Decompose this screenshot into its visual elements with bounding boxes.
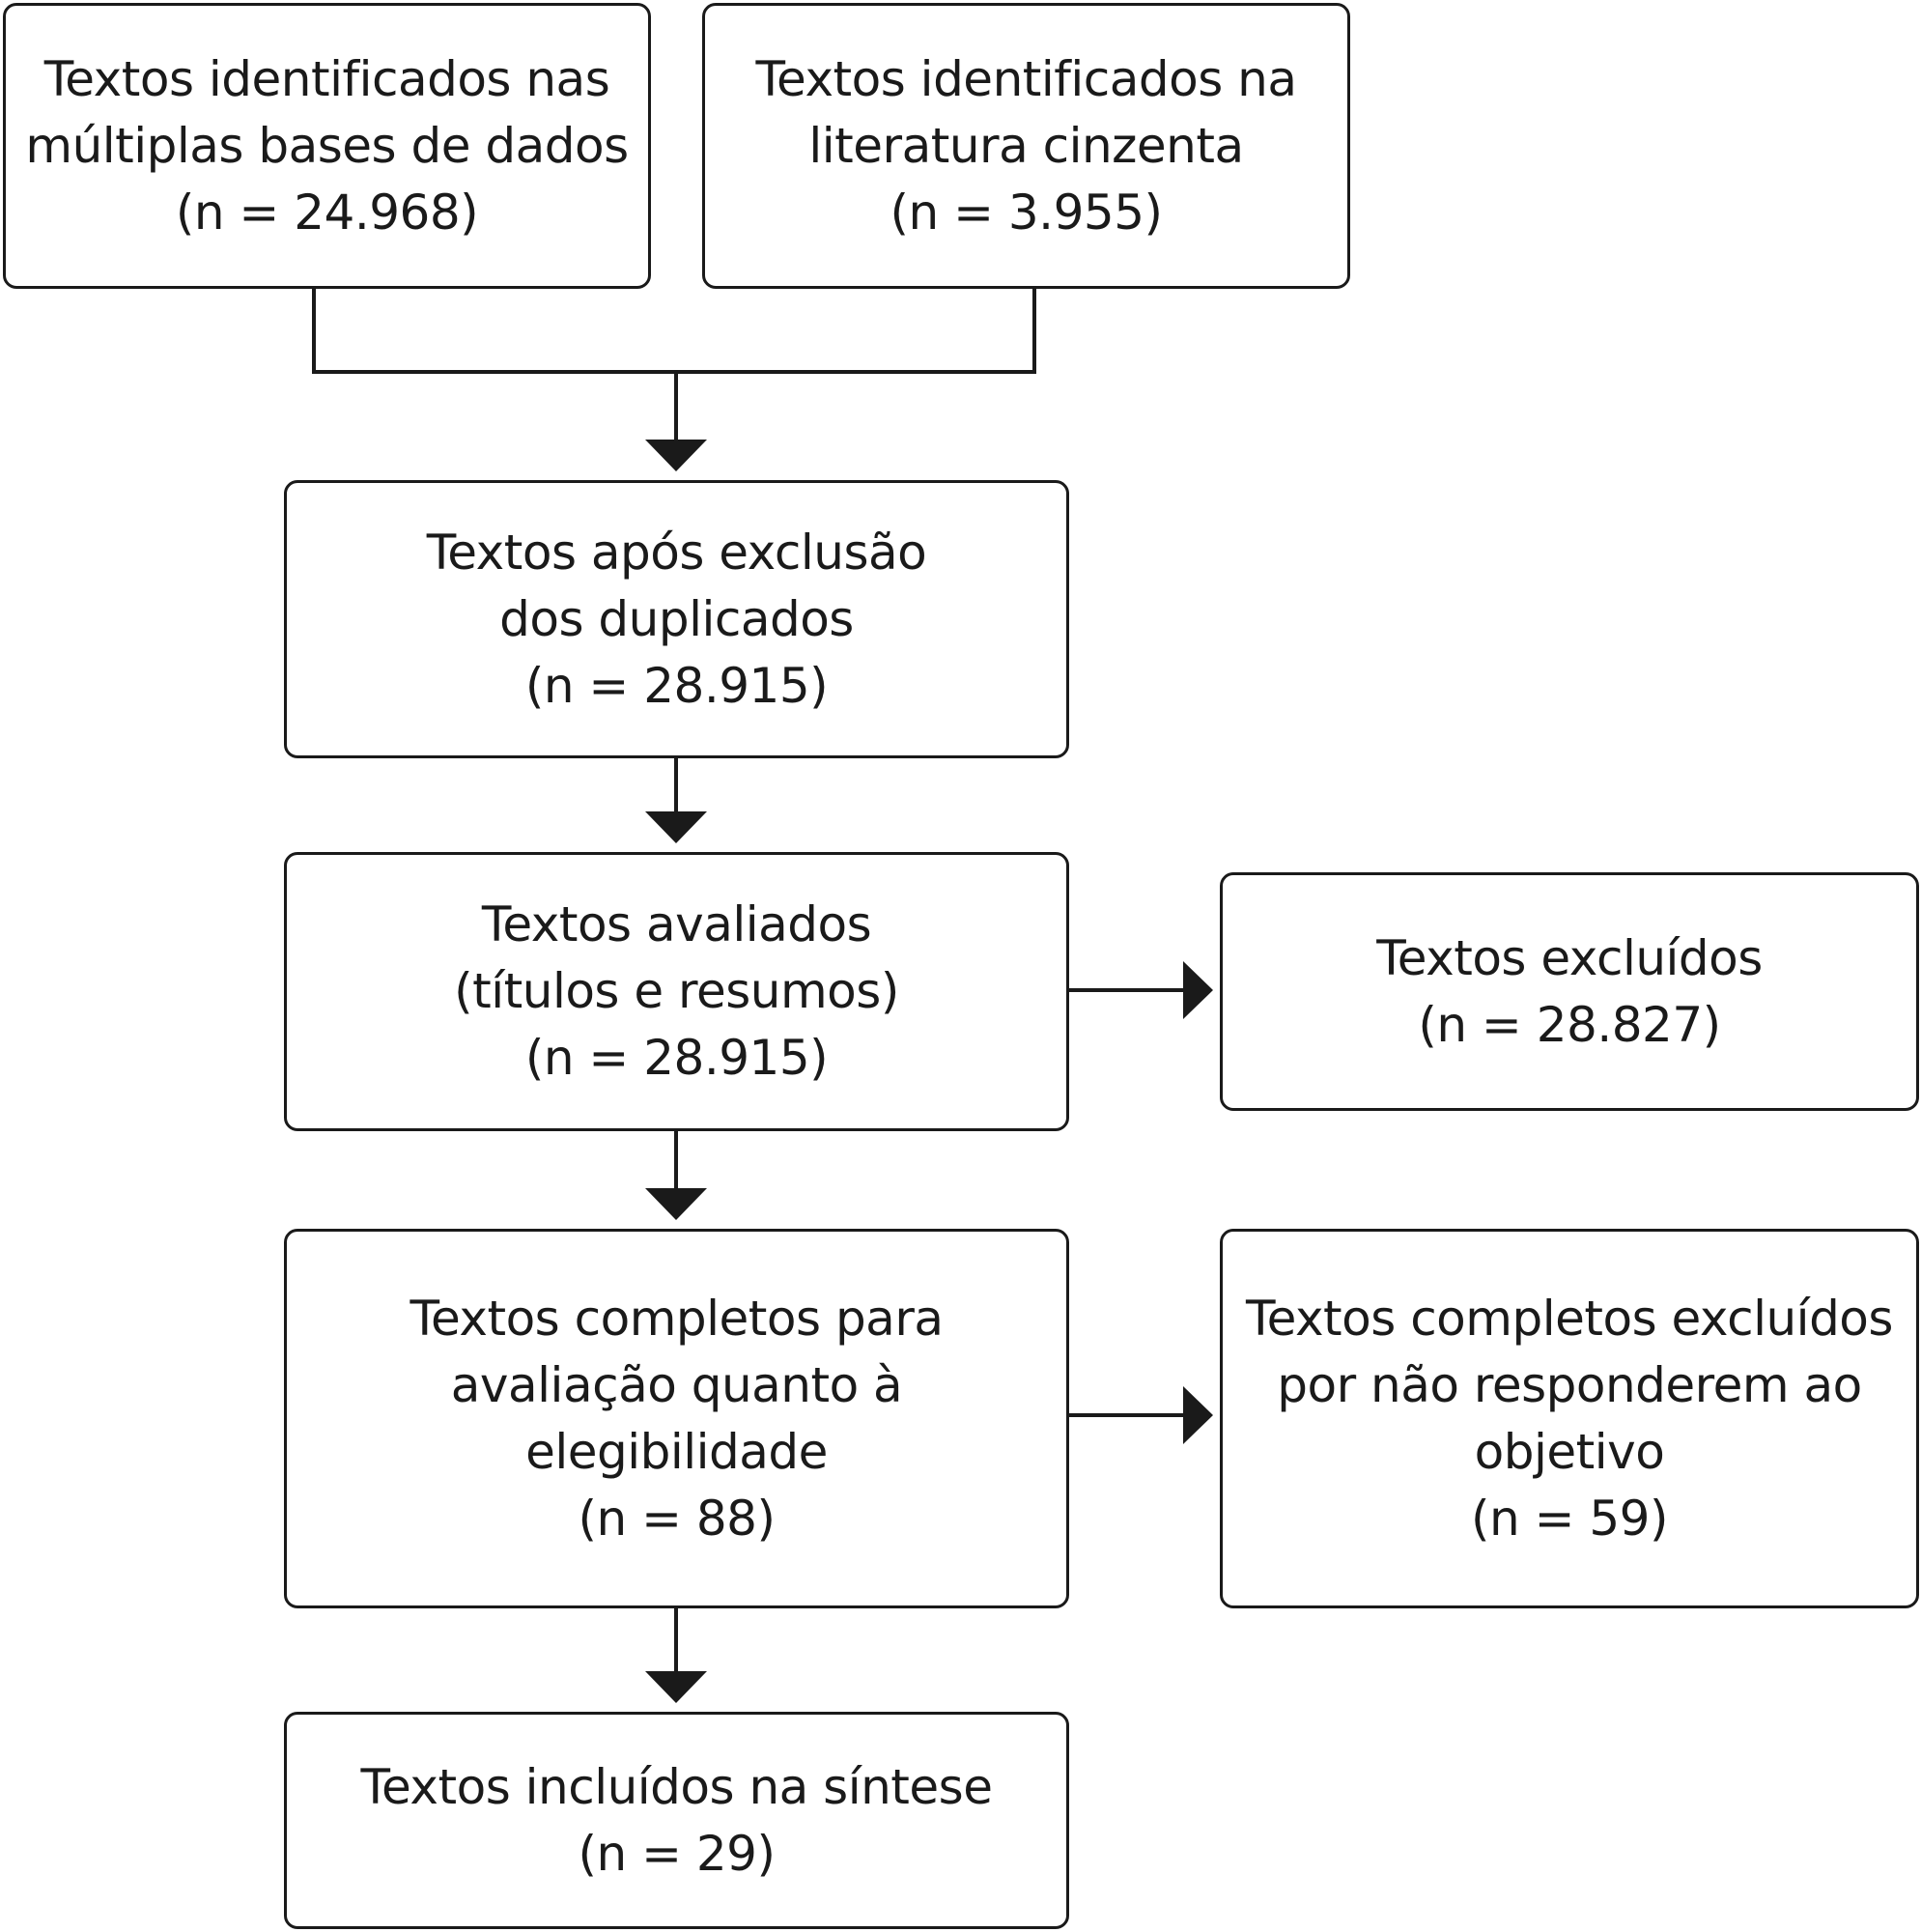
box-fulltext-excluded: Textos completos excluídos por não respo… (1220, 1229, 1919, 1608)
box-count: (n = 88) (578, 1490, 776, 1547)
box-text-line: literatura cinzenta (808, 117, 1244, 174)
box-text-line: avaliação quanto à (450, 1356, 903, 1413)
box-text-line: Textos identificados nas (43, 50, 610, 107)
box-text-line: Textos excluídos (1376, 929, 1763, 986)
arrow-right-icon (1183, 961, 1213, 1019)
box-included-synthesis: Textos incluídos na síntese (n = 29) (284, 1712, 1069, 1929)
box-text-line: por não responderem ao (1277, 1356, 1862, 1413)
box-count: (n = 28.915) (524, 1030, 829, 1086)
arrow-down-icon (645, 1671, 707, 1703)
box-text-line: (títulos e resumos) (454, 963, 899, 1019)
box-text-line: objetivo (1474, 1423, 1665, 1480)
box-text-line: elegibilidade (525, 1423, 828, 1480)
box-count: (n = 24.968) (175, 184, 479, 241)
arrow-down-icon (645, 440, 707, 471)
box-identified-databases: Textos identificados nas múltiplas bases… (3, 3, 651, 289)
box-count: (n = 3.955) (890, 184, 1163, 241)
arrow-down-icon (645, 1188, 707, 1220)
box-count: (n = 28.827) (1418, 996, 1721, 1053)
box-count: (n = 59) (1470, 1490, 1669, 1547)
box-fulltext-eligibility: Textos completos para avaliação quanto à… (284, 1229, 1069, 1608)
arrow-down-icon (645, 811, 707, 843)
box-text-line: múltiplas bases de dados (25, 117, 629, 174)
box-text-line: Textos completos excluídos (1246, 1290, 1893, 1347)
merge-connector (312, 289, 1036, 374)
box-text-line: Textos avaliados (481, 896, 872, 952)
box-text-line: Textos após exclusão (426, 524, 927, 581)
box-text-line: Textos completos para (410, 1290, 944, 1347)
box-identified-grey-literature: Textos identificados na literatura cinze… (702, 3, 1350, 289)
box-after-deduplication: Textos após exclusão dos duplicados (n =… (284, 480, 1069, 758)
box-count: (n = 28.915) (524, 657, 829, 714)
box-count: (n = 29) (578, 1825, 776, 1882)
box-text-line: Textos incluídos na síntese (360, 1758, 993, 1815)
box-screened-titles-abstracts: Textos avaliados (títulos e resumos) (n … (284, 852, 1069, 1131)
arrow-right-icon (1183, 1386, 1213, 1444)
box-text-line: Textos identificados na (755, 50, 1297, 107)
box-text-line: dos duplicados (499, 590, 854, 647)
box-excluded-records: Textos excluídos (n = 28.827) (1220, 872, 1919, 1111)
